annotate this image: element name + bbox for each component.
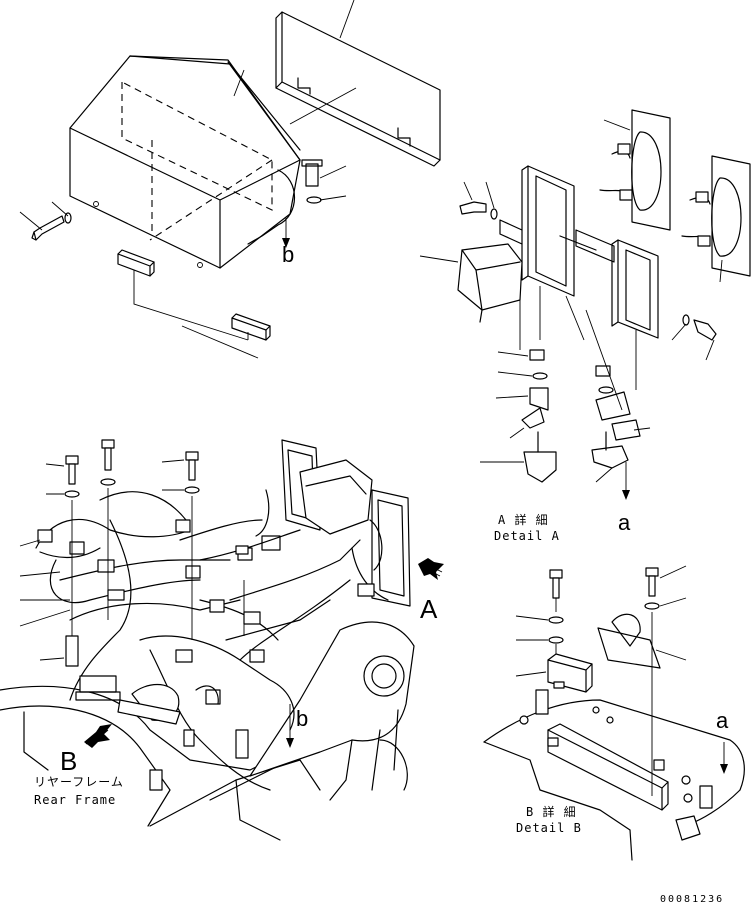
boom-bracket (249, 621, 415, 801)
bolt-detail-a-upper (459, 181, 498, 220)
callout-b-lower: b (296, 706, 308, 731)
detail-b-title-en: Detail B (516, 821, 582, 835)
rear-frame-assembly (0, 439, 444, 841)
lamp-lens-2 (681, 155, 751, 283)
callout-a-lower: a (716, 708, 729, 733)
leader-lines-detail-b (515, 565, 687, 677)
lamp-lens-1 (599, 109, 671, 231)
detail-a-title-jp: A 詳 細 (498, 512, 549, 527)
frame-spacers (65, 635, 249, 791)
rubber-pads (117, 249, 271, 341)
relay-left (480, 286, 557, 483)
cover-box (69, 55, 301, 269)
rear-frame-label-jp: リヤーフレーム (34, 775, 124, 789)
relay-right (565, 295, 651, 483)
detail-a-exploded (419, 109, 751, 500)
leader-lines-left (19, 539, 71, 661)
arrow-reference-a-lower (720, 742, 728, 774)
rear-frame-label-en: Rear Frame (34, 793, 116, 807)
insulation-panel (275, 11, 441, 167)
detail-b (483, 565, 745, 861)
detail-a-title-en: Detail A (494, 529, 560, 543)
work-lamp (419, 243, 523, 323)
bolt-detail-a-right (671, 314, 717, 361)
bolt-right (301, 159, 323, 204)
view-b-label: B (60, 746, 77, 776)
view-a-label: A (420, 594, 438, 624)
horn-assembly (75, 675, 219, 725)
arrow-view-b (84, 724, 112, 748)
leader-lines-top (19, 0, 357, 359)
arrow-reference-b-lower (286, 704, 294, 748)
detail-b-components (519, 567, 713, 841)
callout-a-top: a (618, 510, 631, 535)
arrow-reference-b-top (282, 218, 290, 248)
frame-lamp-assembly (255, 439, 411, 607)
detail-b-title-jp: B 詳 細 (526, 804, 577, 819)
cover-assembly (19, 0, 441, 359)
arrow-view-a (418, 558, 444, 580)
arrow-reference-a-top (622, 462, 630, 500)
frame-bolts (45, 439, 249, 640)
drawing-number: 00081236 (660, 894, 724, 905)
callout-b-top: b (282, 242, 294, 267)
lamp-bracket-right (559, 229, 659, 339)
lamp-bracket-left (499, 165, 575, 297)
